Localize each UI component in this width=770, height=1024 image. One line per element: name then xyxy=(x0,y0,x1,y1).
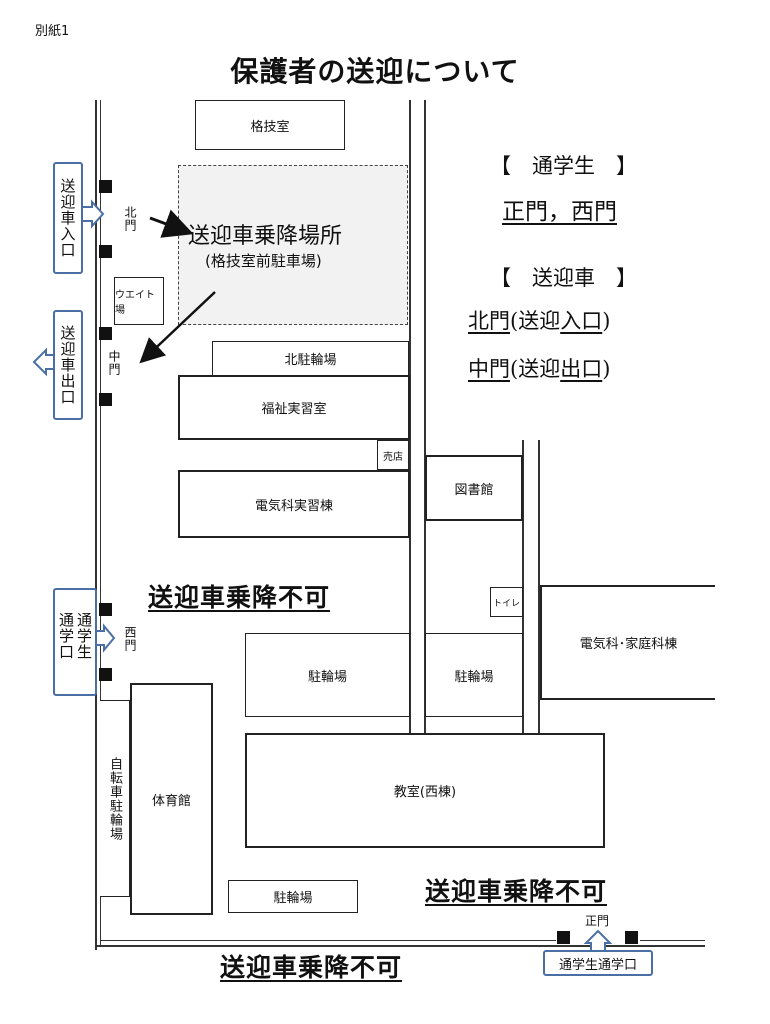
gate-post-west-bottom xyxy=(99,668,112,681)
arrow-car-out-icon xyxy=(32,347,53,377)
arrow-pickup-to-middle-icon xyxy=(139,291,216,364)
gate-post-north-top xyxy=(99,180,112,193)
gate-label-west: 西門 xyxy=(123,626,137,652)
building-kita-churin: 北駐輪場 xyxy=(212,341,409,376)
building-toilet: トイレ xyxy=(490,587,523,617)
building-jitensha-label: 自転車駐輪場 xyxy=(107,756,122,841)
legend-car-gate-2-role: 出口 xyxy=(560,357,603,381)
callout-student-main-label: 通学生通学口 xyxy=(558,957,637,973)
pickup-area-sublabel: (格技室前駐車場) xyxy=(205,252,322,270)
gate-post-main-right xyxy=(625,931,638,944)
building-weight-label: ウエイト場 xyxy=(115,290,155,316)
page-title: 保護者の送迎について xyxy=(230,55,520,88)
south-boundary-outer xyxy=(95,945,705,947)
pickup-area-label: 送迎車乗降場所 xyxy=(188,224,343,249)
legend-car-gate-1-paren-open: (送迎 xyxy=(510,309,561,333)
callout-car-exit-label: 送迎車出口 xyxy=(58,325,77,405)
gate-post-main-left xyxy=(557,931,570,944)
legend-car-gate-2-paren-open: (送迎 xyxy=(510,357,561,381)
callout-car-entrance: 送迎車入口 xyxy=(53,162,83,274)
arrow-car-in-icon xyxy=(83,199,105,229)
west-boundary-outer xyxy=(95,100,97,950)
building-churin-mid-label: 駐輪場 xyxy=(454,669,494,685)
building-churin-bottom-label: 駐輪場 xyxy=(273,891,313,906)
gate-label-north: 北門 xyxy=(123,206,137,232)
doc-label: 別紙1 xyxy=(35,24,70,39)
building-churin-left-label: 駐輪場 xyxy=(307,669,347,685)
callout-student-main: 通学生通学口 xyxy=(543,950,653,976)
legend-students-header: 【 通学生 】 xyxy=(490,154,637,178)
no-drive-label-middle: 送迎車乗降不可 xyxy=(148,583,331,612)
building-fukushi: 福祉実習室 xyxy=(178,375,410,440)
building-toshokan: 図書館 xyxy=(425,455,523,521)
building-baiten-label: 売店 xyxy=(383,451,403,463)
gate-post-middle-top xyxy=(99,327,112,340)
building-baiten: 売店 xyxy=(377,440,409,470)
west-boundary-inner xyxy=(100,100,101,945)
gate-post-north-bottom xyxy=(99,245,112,258)
callout-student-west-label: 通学生通学口 xyxy=(57,612,93,660)
arrow-student-west-icon xyxy=(97,623,116,653)
legend-car-gate-1-role: 入口 xyxy=(560,309,603,333)
gate-post-middle-bottom xyxy=(99,393,112,406)
building-taiikukan: 体育館 xyxy=(130,683,213,915)
no-drive-label-south: 送迎車乗降不可 xyxy=(220,953,403,982)
legend-car-gate-1: 北門(送迎入口) xyxy=(468,305,610,335)
legend-cars-header: 【 送迎車 】 xyxy=(490,266,637,290)
callout-student-west: 通学生通学口 xyxy=(53,588,97,696)
callout-car-exit: 送迎車出口 xyxy=(53,310,83,420)
building-taiikukan-label: 体育館 xyxy=(151,793,191,809)
building-churin-bottom: 駐輪場 xyxy=(228,880,358,913)
building-denki-jisshu-label: 電気科実習棟 xyxy=(254,498,333,514)
legend-car-gate-2-paren-close: ) xyxy=(602,357,611,381)
building-toilet-label: トイレ xyxy=(492,598,520,609)
south-boundary-inner-right xyxy=(640,940,705,941)
building-churin-mid: 駐輪場 xyxy=(425,633,523,717)
building-kakugi-label: 格技室 xyxy=(250,119,290,135)
legend-car-gate-2-name: 中門 xyxy=(468,357,510,381)
legend-car-gate-1-paren-close: ) xyxy=(602,309,611,333)
legend-car-gate-1-name: 北門 xyxy=(468,309,510,333)
gate-post-west-top xyxy=(99,603,112,616)
building-denki-katei: 電気科･家庭科棟 xyxy=(540,585,715,700)
road-center-left xyxy=(409,100,411,735)
legend-students-gates: 正門，西門 xyxy=(502,199,617,225)
building-weight: ウエイト場 xyxy=(114,277,164,325)
road-east-right xyxy=(538,440,540,735)
road-east-left xyxy=(522,440,524,735)
building-kyoshitsu-label: 教室(西棟) xyxy=(393,785,457,800)
gate-label-main: 正門 xyxy=(585,914,610,928)
building-denki-katei-label: 電気科･家庭科棟 xyxy=(579,637,678,652)
arrow-north-to-pickup-icon xyxy=(149,209,194,238)
legend-car-gate-2: 中門(送迎出口) xyxy=(468,353,610,383)
pickup-area xyxy=(178,165,408,325)
building-churin-left: 駐輪場 xyxy=(245,633,410,717)
callout-car-entrance-label: 送迎車入口 xyxy=(58,178,77,258)
gate-label-middle: 中門 xyxy=(107,350,121,376)
building-toshokan-label: 図書館 xyxy=(454,482,494,498)
building-kita-churin-label: 北駐輪場 xyxy=(284,353,337,368)
building-denki-jisshu: 電気科実習棟 xyxy=(178,470,410,538)
no-drive-label-south-right: 送迎車乗降不可 xyxy=(425,877,608,906)
road-center-right xyxy=(424,100,426,735)
building-jitensha: 自転車駐輪場 xyxy=(100,700,130,897)
building-fukushi-label: 福祉実習室 xyxy=(261,402,327,417)
arrow-student-main-icon xyxy=(583,929,613,950)
building-kakugi: 格技室 xyxy=(195,100,345,150)
south-boundary-inner xyxy=(101,940,556,941)
building-kyoshitsu: 教室(西棟) xyxy=(245,733,605,848)
